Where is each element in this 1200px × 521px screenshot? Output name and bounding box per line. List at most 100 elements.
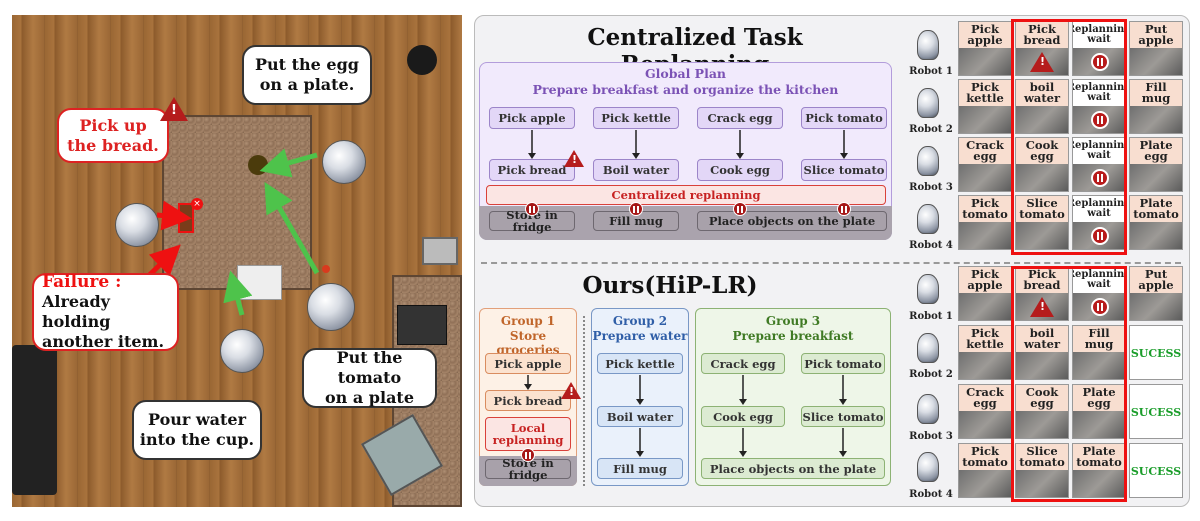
grid-cell-image [1073, 470, 1125, 497]
local-replanning-box: Local replanning [485, 417, 571, 451]
grid-cell-image [1016, 470, 1068, 497]
grid-cell: SUCESS [1129, 384, 1183, 439]
warning-icon: ! [1030, 297, 1054, 317]
grid-cell-image [1130, 48, 1182, 75]
group3-title: Group 3 [765, 314, 821, 328]
local-replanning-line1: Local [510, 421, 546, 435]
robot-label-2-top: Robot 2 [909, 124, 953, 135]
sofa [12, 345, 57, 495]
bubble-tomato-line2: on a plate [324, 388, 414, 407]
grid-cell: Slice tomato [1015, 443, 1069, 498]
group3-box [695, 308, 891, 486]
bubble-egg-line2: on a plate. [259, 75, 355, 94]
pause-icon [733, 202, 747, 216]
grid-cell-label: Replanning wait [1073, 138, 1125, 164]
grid-cell-image [959, 222, 1011, 249]
grid-cell: Pick tomato [958, 195, 1012, 250]
grid-cell: Replanning wait [1072, 21, 1126, 76]
centralized-replanning-bar: Centralized replanning [486, 185, 886, 205]
g2-pick-kettle: Pick kettle [597, 353, 683, 374]
grid-cell: Put apple [1129, 266, 1183, 321]
grid-cell-image [1073, 222, 1125, 249]
arrow-water [223, 270, 253, 316]
bubble-egg: Put the egg on a plate. [242, 45, 372, 105]
robot-icon [917, 88, 939, 118]
grid-cell-image [1016, 411, 1068, 438]
g1-pick-bread: Pick bread [485, 390, 571, 411]
arrow-egg [259, 148, 318, 178]
grid-cell-label: Pick apple [959, 267, 1011, 293]
grid-cell-label: Pick bread [1016, 267, 1068, 293]
grid-cell-label: Pick bread [1016, 22, 1068, 48]
grid-cell-image [959, 293, 1011, 320]
tomato [322, 265, 330, 273]
grid-cell-label: Pick kettle [959, 80, 1011, 106]
g2-fill-mug: Fill mug [597, 458, 683, 479]
grid-cell: Put apple [1129, 21, 1183, 76]
robot-water [220, 329, 264, 373]
grid-cell-label: Pick tomato [959, 196, 1011, 222]
robot-label-2-bottom: Robot 2 [909, 369, 953, 380]
grid-cell-image [1130, 293, 1182, 320]
plan-pick-apple: Pick apple [489, 107, 575, 129]
bubble-bread-line1: Pick up [79, 115, 147, 135]
plan-cook-egg: Cook egg [697, 159, 783, 181]
grid-cell: Plate tomato [1072, 443, 1126, 498]
plan-place-objects: Place objects on the plate [697, 211, 887, 231]
grid-cell-image [1130, 164, 1182, 191]
grid-cell-image [1073, 293, 1125, 320]
grid-cell-label: Put apple [1130, 22, 1182, 48]
grid-cell: Pick kettle [958, 325, 1012, 380]
group3-subtitle: Prepare breakfast [732, 329, 854, 343]
grid-cell-label: Replanning wait [1073, 196, 1125, 222]
grid-cell: Replanning wait [1072, 266, 1126, 321]
plan-pick-tomato: Pick tomato [801, 107, 887, 129]
bubble-tomato: Put the tomato on a plate [302, 348, 437, 408]
robot-icon [917, 452, 939, 482]
robot-label-3-bottom: Robot 3 [909, 431, 953, 442]
grid-cell-image [959, 48, 1011, 75]
arrow-tomato [264, 182, 320, 275]
group1-title: Group 1 [500, 314, 556, 328]
g1-pick-apple: Pick apple [485, 353, 571, 374]
grid-cell: Pick bread! [1015, 266, 1069, 321]
grid-cell-label: SUCESS [1130, 326, 1182, 379]
grid-cell-image: ! [1016, 293, 1068, 320]
sink-tray [422, 237, 458, 265]
top-arrows [528, 130, 848, 159]
g3-cook-egg: Cook egg [701, 406, 785, 427]
global-plan-subtitle: Prepare breakfast and organize the kitch… [532, 82, 839, 97]
grid-cell-label: Replanning wait [1073, 22, 1125, 48]
grid-cell-label: boil water [1016, 80, 1068, 106]
grid-cell: Pick apple [958, 266, 1012, 321]
failure-line1: Already holding [42, 292, 111, 331]
failure-line2: another item. [42, 332, 165, 351]
robot-label-1-bottom: Robot 1 [909, 311, 953, 322]
arrow-bread [156, 200, 192, 231]
grid-cell-label: Cook egg [1016, 138, 1068, 164]
grid-cell: Crack egg [958, 137, 1012, 192]
robot-icon [917, 30, 939, 60]
local-replanning-line2: replanning [492, 433, 564, 447]
plan-pick-kettle: Pick kettle [593, 107, 679, 129]
g3-slice-tomato: Slice tomato [801, 406, 885, 427]
bottom-title: Ours(HiP-LR) [582, 272, 758, 299]
robot-column: Robot 1 Robot 2 Robot 3 Robot 4 Robot 1 … [901, 16, 961, 508]
pause-icon [629, 202, 643, 216]
grid-cell-image [1073, 164, 1125, 191]
robot-label-4-top: Robot 4 [909, 240, 953, 251]
robot-icon [917, 394, 939, 424]
robot-icon [917, 204, 939, 234]
g3-crack-egg: Crack egg [701, 353, 785, 374]
error-x-icon: × [191, 198, 203, 210]
bubble-bread: Pick up the bread. [57, 108, 169, 163]
grid-cell-image [959, 106, 1011, 133]
section-divider [481, 262, 1181, 264]
warning-icon-bottom: ! [561, 382, 581, 399]
grid-cell-label: Slice tomato [1016, 444, 1068, 470]
grid-cell-image [1130, 106, 1182, 133]
grid-cell: boil water [1015, 325, 1069, 380]
pause-icon [1091, 227, 1109, 245]
group-divider [583, 316, 585, 486]
